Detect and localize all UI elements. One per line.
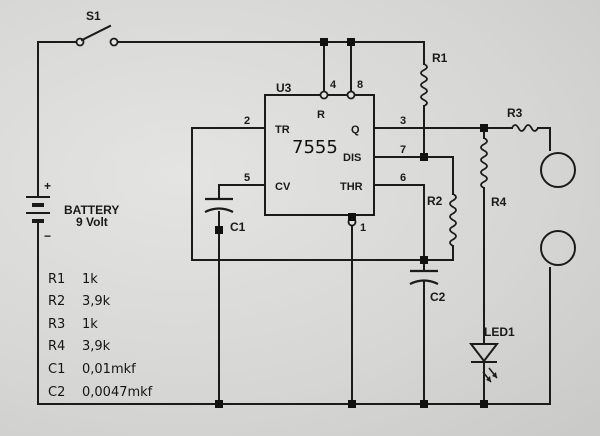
- pin-number-8: 8: [357, 79, 363, 91]
- resistor-r3: [511, 124, 539, 132]
- output-terminal-top: [540, 152, 576, 188]
- ic-label-cv: CV: [275, 181, 291, 193]
- wires: [37, 41, 551, 405]
- legend-val-r3: 1k: [82, 317, 98, 332]
- pin8-bubble: [346, 90, 356, 100]
- legend-ref-r3: R3: [48, 317, 65, 332]
- label-r4: R4: [491, 195, 507, 209]
- legend-val-c2: 0,0047mkf: [82, 385, 153, 400]
- ic-555-body: [264, 94, 375, 216]
- output-terminal-bottom: [540, 230, 576, 266]
- junction-dots: [215, 38, 488, 408]
- label-c1: C1: [230, 220, 246, 234]
- wire-pin6: [373, 184, 425, 261]
- pin-number-5: 5: [244, 172, 250, 184]
- label-battery: BATTERY: [64, 203, 119, 217]
- capacitor-c1: [204, 197, 234, 213]
- capacitor-c2: [409, 269, 439, 285]
- label-r3: R3: [507, 106, 523, 120]
- resistor-r4: [480, 137, 488, 189]
- resistor-r2: [449, 193, 457, 247]
- label-u3: U3: [276, 81, 292, 95]
- label-minus: −: [44, 229, 51, 243]
- label-r1: R1: [432, 51, 448, 65]
- legend-ref-c2: C2: [48, 385, 65, 400]
- legend-ref-r2: R2: [48, 294, 65, 309]
- wire-pin5: [218, 184, 266, 199]
- switch-s1: [75, 24, 119, 47]
- ic-label-dis: DIS: [343, 152, 361, 164]
- pin-number-1: 1: [360, 222, 366, 234]
- pin-number-4: 4: [330, 79, 337, 91]
- label-r2: R2: [427, 194, 443, 208]
- pin-number-7: 7: [400, 144, 406, 156]
- label-c2: C2: [430, 290, 446, 304]
- legend-val-r2: 3,9k: [82, 294, 111, 309]
- label-plus: +: [44, 179, 51, 193]
- component-values-legend: R1 1k R2 3,9k R3 1k R4 3,9k C1 0,01mkf C…: [48, 272, 153, 400]
- label-battery-volt: 9 Volt: [76, 215, 108, 229]
- legend-ref-c1: C1: [48, 362, 65, 377]
- ic-label-tr: TR: [275, 124, 290, 136]
- led1-diode: [468, 343, 500, 383]
- legend-ref-r4: R4: [48, 339, 65, 354]
- pin4-bubble: [319, 90, 329, 100]
- label-led1: LED1: [484, 325, 515, 339]
- battery-symbol: [26, 179, 50, 235]
- pin-number-6: 6: [400, 172, 406, 184]
- wire-pin2-trigger-loop: [191, 127, 425, 261]
- label-s1: S1: [86, 9, 101, 23]
- ic-label-r: R: [317, 109, 325, 121]
- wire-battery-plus-to-switch: [37, 41, 81, 181]
- ic-label-thr: THR: [340, 181, 363, 193]
- ic-part-number: 7555: [292, 137, 338, 158]
- ic-label-q: Q: [351, 124, 360, 136]
- legend-ref-r1: R1: [48, 272, 65, 287]
- pin-number-2: 2: [244, 115, 250, 127]
- legend-val-r4: 3,9k: [82, 339, 111, 354]
- legend-val-r1: 1k: [82, 272, 98, 287]
- legend-val-c1: 0,01mkf: [82, 362, 136, 377]
- pin-number-3: 3: [400, 115, 406, 127]
- resistor-r1: [420, 63, 428, 107]
